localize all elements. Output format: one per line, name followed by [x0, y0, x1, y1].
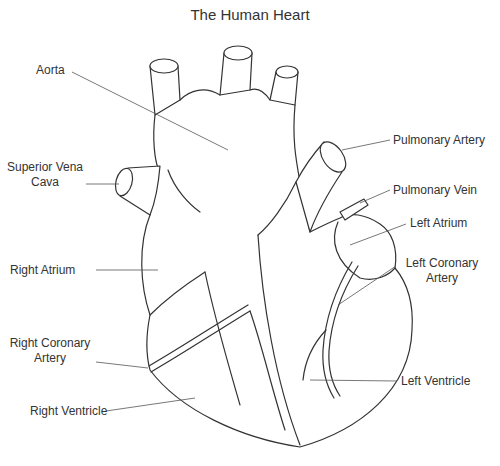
part-label: Superior Vena Cava	[4, 160, 86, 190]
part-label: Aorta	[36, 63, 65, 78]
part-label: Right Coronary Artery	[4, 336, 96, 366]
part-label: Left Ventricle	[401, 374, 470, 389]
part-label: Pulmonary Vein	[393, 183, 477, 198]
diagram-title: The Human Heart	[0, 6, 500, 23]
part-label: Right Atrium	[10, 263, 75, 278]
part-label: Right Ventricle	[30, 404, 107, 419]
part-label: Left Atrium	[410, 216, 467, 231]
part-label: Pulmonary Artery	[393, 133, 485, 148]
part-label: Left Coronary Artery	[396, 256, 488, 286]
leader-lines	[72, 72, 406, 411]
